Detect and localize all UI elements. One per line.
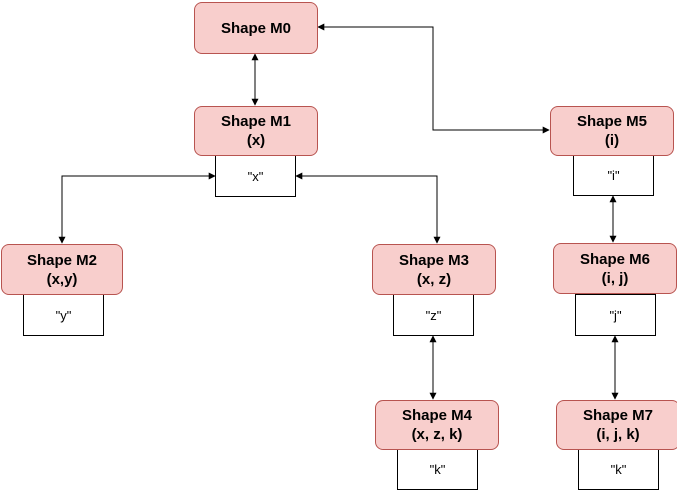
shape-m6-label: "j"	[609, 307, 622, 323]
shape-m2: Shape M2 (x,y)	[1, 244, 123, 295]
shape-m4: Shape M4 (x, z, k)	[375, 400, 499, 450]
shape-m5-label: "i"	[607, 167, 620, 183]
shape-m2-label: "y"	[55, 307, 72, 323]
shape-m4-label-box: "k"	[397, 448, 478, 490]
shape-m3-label-box: "z"	[393, 294, 474, 336]
shape-m1-vars: (x)	[246, 132, 266, 149]
shape-m6-title: Shape M6	[579, 250, 651, 268]
shape-m1: Shape M1 (x)	[194, 106, 318, 156]
shape-m3-vars: (x, z)	[416, 270, 452, 288]
shape-m7-title: Shape M7	[582, 407, 654, 424]
edge-m0-m5	[317, 23, 550, 134]
shape-m7-label-box: "k"	[578, 448, 659, 490]
shape-m4-label: "k"	[429, 461, 446, 477]
shape-m0-title: Shape M0	[220, 19, 292, 37]
shape-m7: Shape M7 (i, j, k)	[556, 400, 677, 450]
shape-m7-vars: (i, j, k)	[596, 426, 640, 443]
shape-m2-label-box: "y"	[23, 294, 104, 336]
shape-m6-label-box: "j"	[575, 294, 656, 336]
shape-m3-label: "z"	[425, 307, 442, 323]
shape-m5-vars: (i)	[604, 132, 620, 149]
shape-m5-label-box: "i"	[573, 154, 654, 196]
shape-m4-title: Shape M4	[401, 407, 473, 424]
shape-m0: Shape M0	[194, 2, 318, 54]
shape-m3-title: Shape M3	[398, 251, 470, 269]
shape-m6-vars: (i, j)	[601, 269, 629, 287]
shape-m5: Shape M5 (i)	[550, 106, 674, 156]
shape-m5-title: Shape M5	[576, 113, 648, 130]
shape-m2-title: Shape M2	[26, 251, 98, 269]
shape-m3: Shape M3 (x, z)	[372, 244, 496, 295]
edge-m1-m2	[58, 172, 216, 244]
shape-m1-label: "x"	[247, 168, 264, 184]
shape-m1-label-box: "x"	[215, 155, 296, 197]
shape-m4-vars: (x, z, k)	[411, 426, 463, 443]
shape-m1-title: Shape M1	[220, 113, 292, 130]
edge-m1-m3	[295, 172, 441, 244]
shape-m2-vars: (x,y)	[46, 270, 78, 288]
shape-m6: Shape M6 (i, j)	[553, 243, 677, 294]
shape-m7-label: "k"	[610, 461, 627, 477]
